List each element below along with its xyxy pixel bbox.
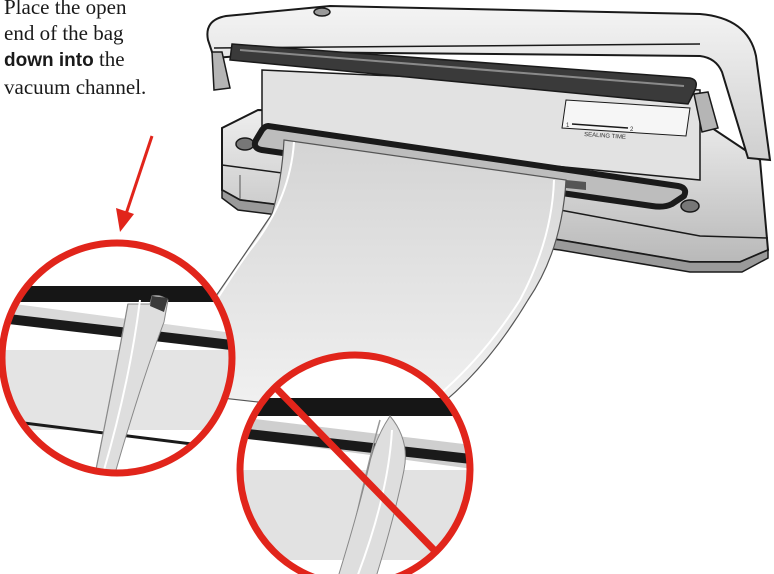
dial-min-label: 1: [566, 123, 570, 129]
instruction-caption: Place the open end of the bag down into …: [4, 0, 194, 100]
instruction-line-3: down into the: [4, 46, 194, 74]
pointer-arrow: [116, 135, 154, 232]
magnified-correct-view: [0, 239, 236, 477]
prohibition-slash-icon: [273, 385, 439, 555]
instruction-line-4: vacuum channel.: [4, 75, 147, 99]
dial-max-label: 2: [630, 127, 634, 133]
callout-circle-right: [236, 351, 474, 574]
foot-right: [680, 199, 700, 213]
instruction-line-1: Place the open: [4, 0, 127, 19]
sealing-time-label: SEALING TIME: [584, 132, 626, 141]
instruction-line-2: end of the bag: [4, 21, 124, 45]
arrow-head-icon: [116, 208, 134, 232]
foot-left: [235, 137, 255, 151]
magnified-incorrect-view: [236, 351, 474, 574]
control-panel: 1 2 SEALING TIME: [561, 99, 691, 141]
callout-circle-left: [0, 239, 236, 477]
instruction-line-3-rest: the: [93, 47, 125, 71]
sealing-time-slider: [571, 123, 629, 129]
instruction-emphasis: down into: [4, 50, 94, 71]
